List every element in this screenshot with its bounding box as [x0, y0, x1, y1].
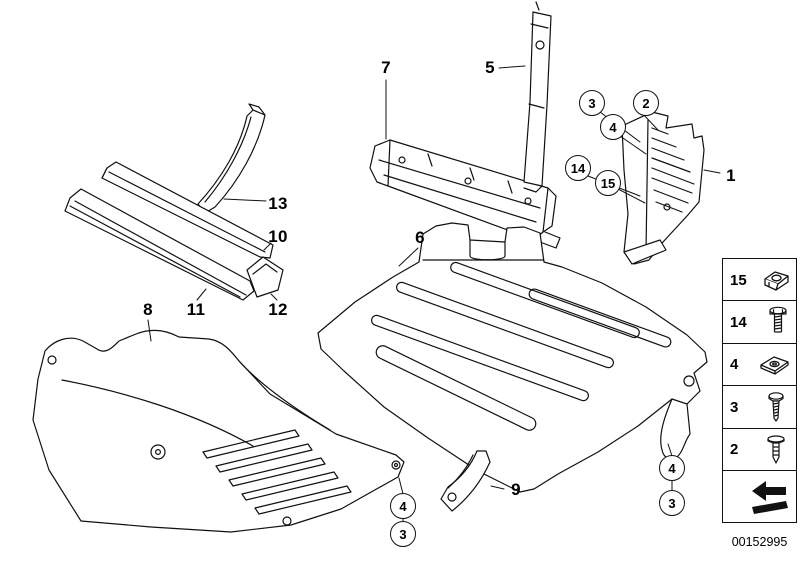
diagram-id: 00152995: [731, 535, 788, 549]
part-5-air-duct: [523, 1, 552, 193]
push-rivet-icon: [759, 433, 793, 467]
tapping-screw-icon: [759, 390, 793, 424]
callout-circled-15[interactable]: 15: [595, 170, 621, 196]
legend-item-2[interactable]: 2: [722, 427, 797, 472]
legend-item-direction: [722, 470, 797, 524]
part-11-rocker-strip: [64, 188, 255, 301]
callout-circled-3-bottom[interactable]: 3: [390, 521, 416, 547]
legend-number-2: 2: [730, 441, 739, 459]
callout-8[interactable]: 8: [143, 300, 153, 319]
callout-circled-14[interactable]: 14: [565, 155, 591, 181]
legend-item-4[interactable]: 4: [722, 342, 797, 387]
callout-6[interactable]: 6: [415, 228, 425, 247]
callout-circled-4-top[interactable]: 4: [600, 114, 626, 140]
legend-item-3[interactable]: 3: [722, 385, 797, 430]
callout-10[interactable]: 10: [268, 227, 288, 246]
legend-item-15[interactable]: 15: [722, 258, 797, 302]
callout-circled-2[interactable]: 2: [633, 90, 659, 116]
part-7-mounting-bracket: [369, 139, 561, 249]
callout-12[interactable]: 12: [268, 300, 288, 319]
part-8-front-underbody-panel: [32, 329, 405, 533]
legend-number-14: 14: [730, 313, 747, 331]
legend-number-4: 4: [730, 356, 739, 374]
callout-7[interactable]: 7: [381, 58, 391, 77]
callout-circled-3-right[interactable]: 3: [659, 490, 685, 516]
callout-1[interactable]: 1: [726, 166, 736, 185]
callout-9[interactable]: 9: [511, 480, 521, 499]
part-10-sill-strip: [101, 161, 274, 259]
callout-5[interactable]: 5: [485, 58, 495, 77]
part-9-support-bracket: [440, 450, 491, 512]
legend-number-3: 3: [730, 398, 739, 416]
callout-circled-4-bottom[interactable]: 4: [390, 493, 416, 519]
callout-circled-3-top[interactable]: 3: [579, 90, 605, 116]
legend-number-15: 15: [730, 271, 747, 289]
callout-11[interactable]: 11: [186, 300, 206, 319]
part-6-engine-undertray: [317, 222, 708, 493]
fastener-legend: 15 14: [722, 258, 797, 524]
part-1-side-duct: [621, 111, 705, 265]
callout-circled-4-right[interactable]: 4: [659, 455, 685, 481]
callout-13[interactable]: 13: [268, 194, 288, 213]
front-direction-arrow-icon: [748, 476, 792, 518]
legend-item-14[interactable]: 14: [722, 300, 797, 345]
part-13-pillar-trim-strip: [197, 103, 266, 214]
part-12-end-piece: [246, 256, 284, 298]
speed-nut-clip-icon: [757, 348, 793, 382]
hex-bolt-icon: [763, 305, 793, 339]
cage-nut-clip-icon: [759, 263, 793, 297]
